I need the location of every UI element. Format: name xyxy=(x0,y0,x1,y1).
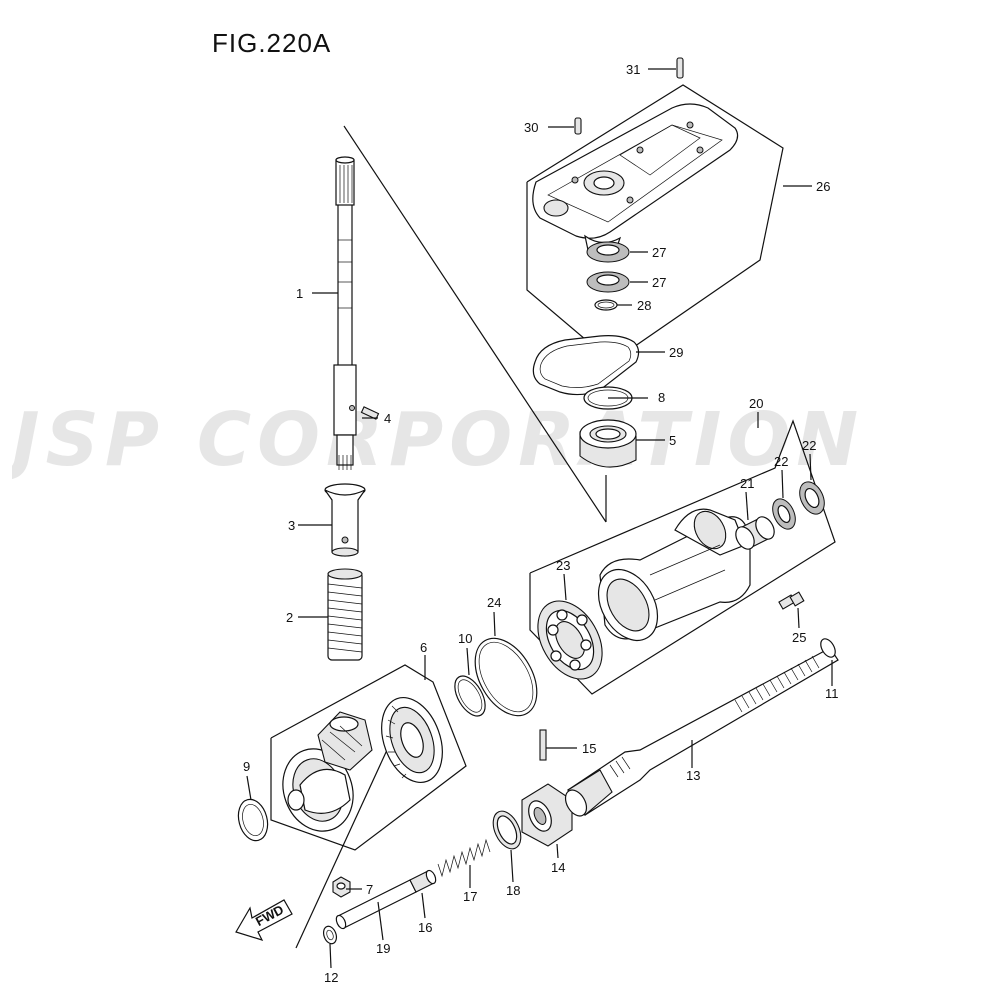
o-ring-24 xyxy=(474,637,538,717)
fwd-arrow: FWD xyxy=(235,899,293,941)
bevel-gear-set-6 xyxy=(282,696,443,832)
group-outline-20 xyxy=(529,419,836,695)
watermark: JSP CORPORATION xyxy=(12,398,865,482)
bearing-housing-20 xyxy=(597,508,751,641)
callout-29: 29 xyxy=(669,345,683,360)
drive-shaft xyxy=(333,156,357,470)
bearing-23 xyxy=(537,600,603,680)
oil-seal-22-right xyxy=(799,481,825,515)
callout-14: 14 xyxy=(551,860,565,875)
callout-1: 1 xyxy=(296,286,303,301)
sleeve-3 xyxy=(324,483,366,557)
callout-11: 11 xyxy=(825,686,839,701)
callout-19: 19 xyxy=(376,941,390,956)
callout-26: 26 xyxy=(816,179,830,194)
o-ring-28 xyxy=(594,299,618,311)
needle-bearing-21 xyxy=(735,516,775,550)
group-outline-6 xyxy=(270,664,467,851)
callout-17: 17 xyxy=(463,889,477,904)
callout-9: 9 xyxy=(243,759,250,774)
figure-title: FIG.220A xyxy=(212,28,332,58)
callout-25: 25 xyxy=(792,630,806,645)
callout-22-left: 22 xyxy=(774,454,788,469)
callout-31: 31 xyxy=(626,62,640,77)
callout-24: 24 xyxy=(487,595,501,610)
nut-7 xyxy=(332,876,351,898)
clutch-14 xyxy=(521,783,573,847)
callout-3: 3 xyxy=(288,518,295,533)
shim-9 xyxy=(237,798,269,842)
callout-5: 5 xyxy=(669,433,676,448)
reference-line-lower xyxy=(295,749,388,949)
callout-8: 8 xyxy=(658,390,665,405)
callout-22-right: 22 xyxy=(802,438,816,453)
callout-16: 16 xyxy=(418,920,432,935)
ring-18 xyxy=(492,810,522,850)
gasket-29 xyxy=(532,335,640,396)
propeller-shaft-13 xyxy=(564,647,839,817)
callout-27-lower: 27 xyxy=(652,275,666,290)
callout-10: 10 xyxy=(458,631,472,646)
pin-30 xyxy=(574,117,582,135)
callout-18: 18 xyxy=(506,883,520,898)
spring-17 xyxy=(437,838,491,878)
callout-15: 15 xyxy=(582,741,596,756)
callout-27-upper: 27 xyxy=(652,245,666,260)
group-outline-26 xyxy=(526,84,784,363)
callout-numbers: 1 4 3 2 6 7 8 9 10 11 12 13 14 15 16 17 … xyxy=(243,62,839,985)
shift-slider-16 xyxy=(409,869,437,893)
circlip-11 xyxy=(820,638,836,658)
callout-4: 4 xyxy=(384,411,391,426)
bearing-5 xyxy=(579,419,637,468)
oil-seal-27-lower xyxy=(586,271,630,293)
callout-20: 20 xyxy=(749,396,763,411)
callout-28: 28 xyxy=(637,298,651,313)
pin-31 xyxy=(676,57,684,79)
oil-seal-27-upper xyxy=(586,241,630,263)
callout-2: 2 xyxy=(286,610,293,625)
pin-4 xyxy=(360,406,380,420)
callout-12: 12 xyxy=(324,970,338,985)
spring-2 xyxy=(327,568,363,661)
bolt-25 xyxy=(778,591,805,610)
callout-7: 7 xyxy=(366,882,373,897)
washer-12 xyxy=(322,925,338,945)
callout-30: 30 xyxy=(524,120,538,135)
reference-line-upper xyxy=(343,125,607,523)
callout-23: 23 xyxy=(556,558,570,573)
callout-21: 21 xyxy=(740,476,754,491)
o-ring-10 xyxy=(454,675,486,717)
callout-6: 6 xyxy=(420,640,427,655)
oil-seal-22-left xyxy=(772,498,796,530)
leader-lines xyxy=(246,68,833,969)
pin-15 xyxy=(539,729,547,761)
callout-13: 13 xyxy=(686,768,700,783)
